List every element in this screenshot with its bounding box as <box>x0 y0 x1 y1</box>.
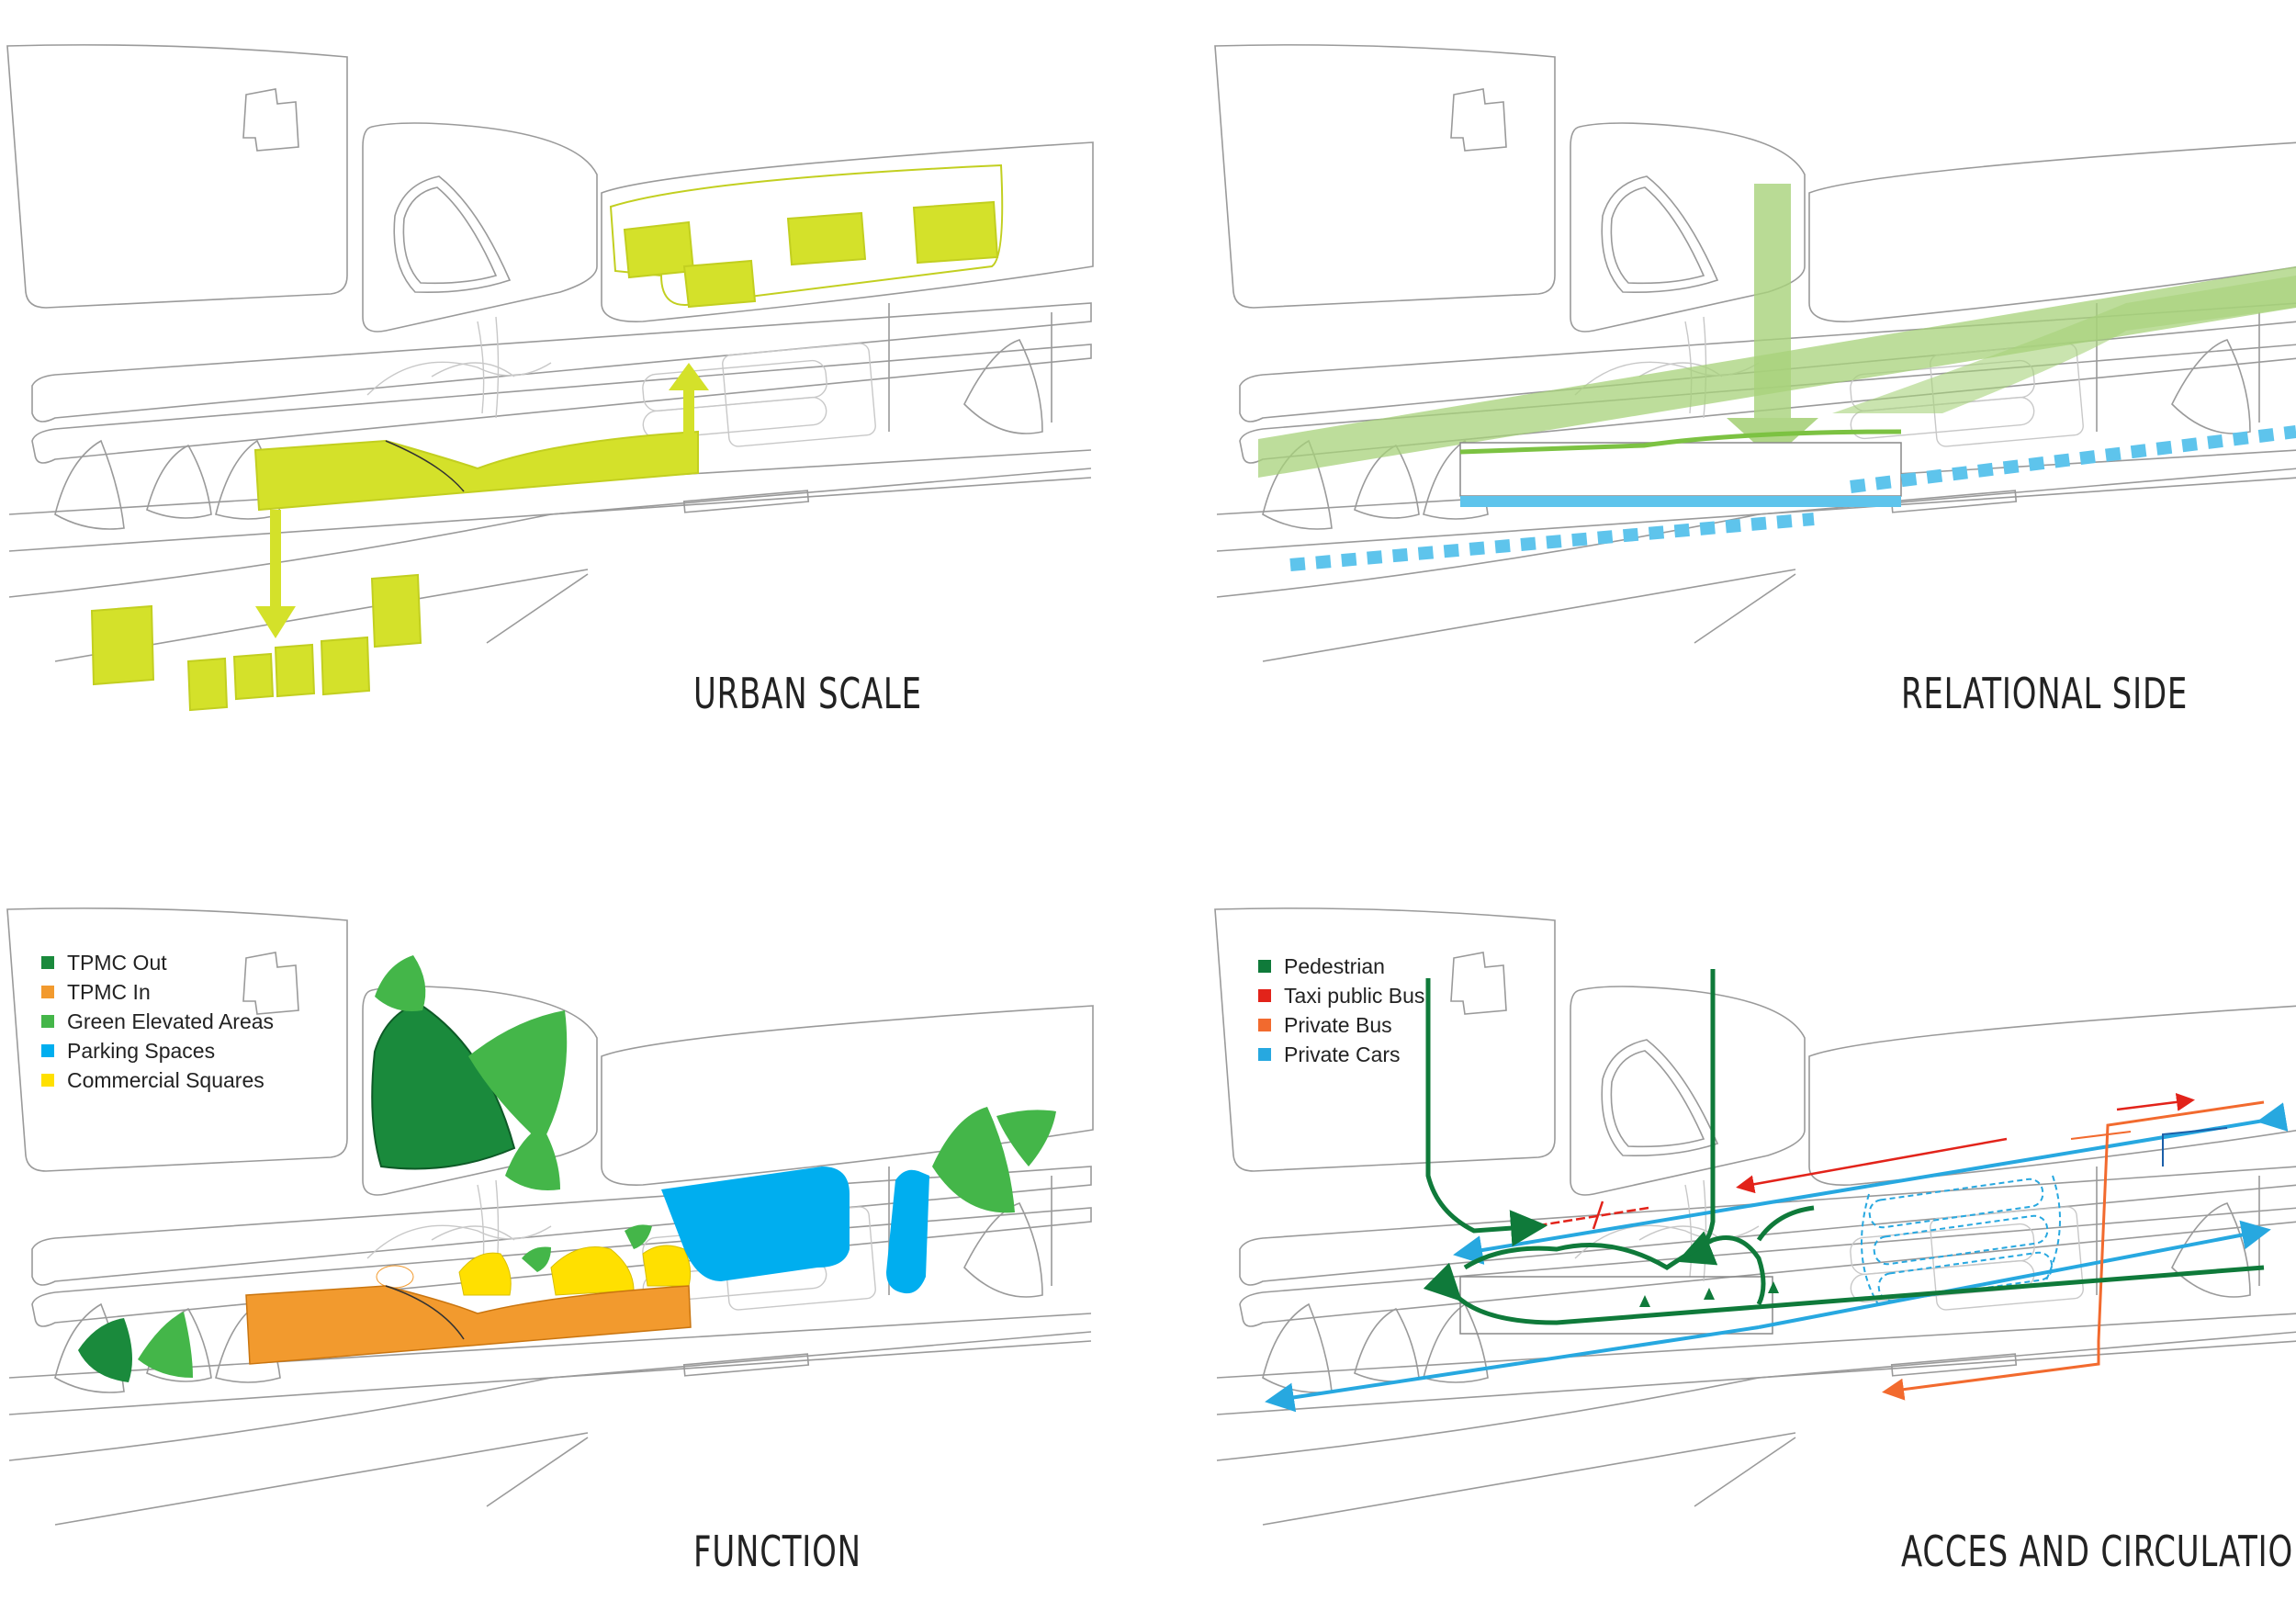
panel-access-circulation: Pedestrian Taxi public Bus Private Bus P… <box>1208 863 2296 1623</box>
lime-building <box>912 200 999 265</box>
panel-title: RELATIONAL SIDE <box>1901 669 2189 718</box>
legend-label: Green Elevated Areas <box>67 1009 275 1033</box>
car-route <box>1265 1325 1760 1413</box>
lime-building <box>682 259 757 309</box>
car-route <box>1453 1102 2289 1265</box>
green-arrow-shaft <box>1754 184 1791 418</box>
green-area <box>138 1312 193 1378</box>
parking-area <box>886 1169 929 1294</box>
lime-central-bar <box>253 430 699 512</box>
pedestrian-route <box>1425 978 1548 1247</box>
legend-item: Parking Spaces <box>41 1036 274 1065</box>
legend-label: Private Cars <box>1284 1042 1401 1066</box>
legend-label: Parking Spaces <box>67 1038 216 1063</box>
legend-item: TPMC In <box>41 977 274 1007</box>
legend-swatch <box>1258 960 1271 973</box>
commercial-square <box>642 1245 692 1287</box>
commercial-square <box>458 1252 512 1296</box>
lime-building <box>186 657 229 712</box>
lime-building <box>623 220 695 279</box>
legend-item: Commercial Squares <box>41 1065 274 1095</box>
dotted-blue-line <box>1289 513 1815 571</box>
lime-building <box>786 211 867 266</box>
green-area <box>625 1224 652 1249</box>
relational-side-map <box>1214 44 2296 662</box>
legend-swatch <box>41 986 54 998</box>
legend-label: Taxi public Bus <box>1284 983 1425 1008</box>
legend-item: Private Bus <box>1258 1010 1424 1040</box>
green-area <box>932 1107 1015 1213</box>
taxi-route <box>1736 1137 2008 1194</box>
legend-label: TPMC Out <box>67 950 167 975</box>
panel-urban-scale: URBAN SCALE <box>0 0 1148 808</box>
lime-building <box>320 636 371 696</box>
legend-swatch <box>1258 1019 1271 1031</box>
legend-item: Green Elevated Areas <box>41 1007 274 1036</box>
private-bus-route <box>1882 1100 2265 1401</box>
urban-scale-map <box>6 44 1094 712</box>
tpmc-in-area <box>245 1285 692 1365</box>
panel-relational-side: RELATIONAL SIDE <box>1208 0 2296 808</box>
green-area <box>996 1110 1056 1167</box>
function-map <box>6 907 1094 1526</box>
legend-label: Pedestrian <box>1284 953 1385 978</box>
dotted-blue-line <box>1850 425 2296 493</box>
tpmc-out-area <box>78 1318 132 1382</box>
panel-title: URBAN SCALE <box>693 669 922 718</box>
panel-title: FUNCTION <box>693 1527 861 1576</box>
legend-item: Pedestrian <box>1258 952 1424 981</box>
green-area <box>468 1010 568 1144</box>
pedestrian-route <box>1463 1235 1766 1306</box>
legend-swatch <box>41 1044 54 1057</box>
commercial-square <box>550 1246 635 1296</box>
circulation-legend: Pedestrian Taxi public Bus Private Bus P… <box>1258 952 1424 1069</box>
parking-area <box>661 1167 850 1281</box>
lime-building <box>232 652 275 701</box>
legend-swatch <box>41 1015 54 1028</box>
lime-building <box>370 573 422 648</box>
legend-label: TPMC In <box>67 979 151 1004</box>
legend-swatch <box>1258 1048 1271 1061</box>
green-area <box>522 1246 551 1272</box>
legend-item: Private Cars <box>1258 1040 1424 1069</box>
lime-building <box>90 604 155 686</box>
green-arrow-head <box>1727 418 1818 459</box>
panel-title: ACCES AND CIRCULATION <box>1901 1527 2296 1576</box>
legend-label: Private Bus <box>1284 1012 1392 1037</box>
green-area <box>505 1125 560 1190</box>
lime-building <box>274 643 316 698</box>
car-route <box>1758 1220 2271 1329</box>
panel-function: TPMC Out TPMC In Green Elevated Areas Pa… <box>0 863 1148 1623</box>
function-legend: TPMC Out TPMC In Green Elevated Areas Pa… <box>41 948 274 1095</box>
legend-item: TPMC Out <box>41 948 274 977</box>
legend-item: Taxi public Bus <box>1258 981 1424 1010</box>
circulation-map <box>1214 907 2296 1526</box>
legend-label: Commercial Squares <box>67 1067 264 1092</box>
legend-swatch <box>41 956 54 969</box>
pedestrian-route <box>1423 1262 2265 1325</box>
blue-strip <box>1460 496 1901 507</box>
green-area <box>375 955 426 1011</box>
legend-swatch <box>41 1074 54 1087</box>
legend-swatch <box>1258 989 1271 1002</box>
